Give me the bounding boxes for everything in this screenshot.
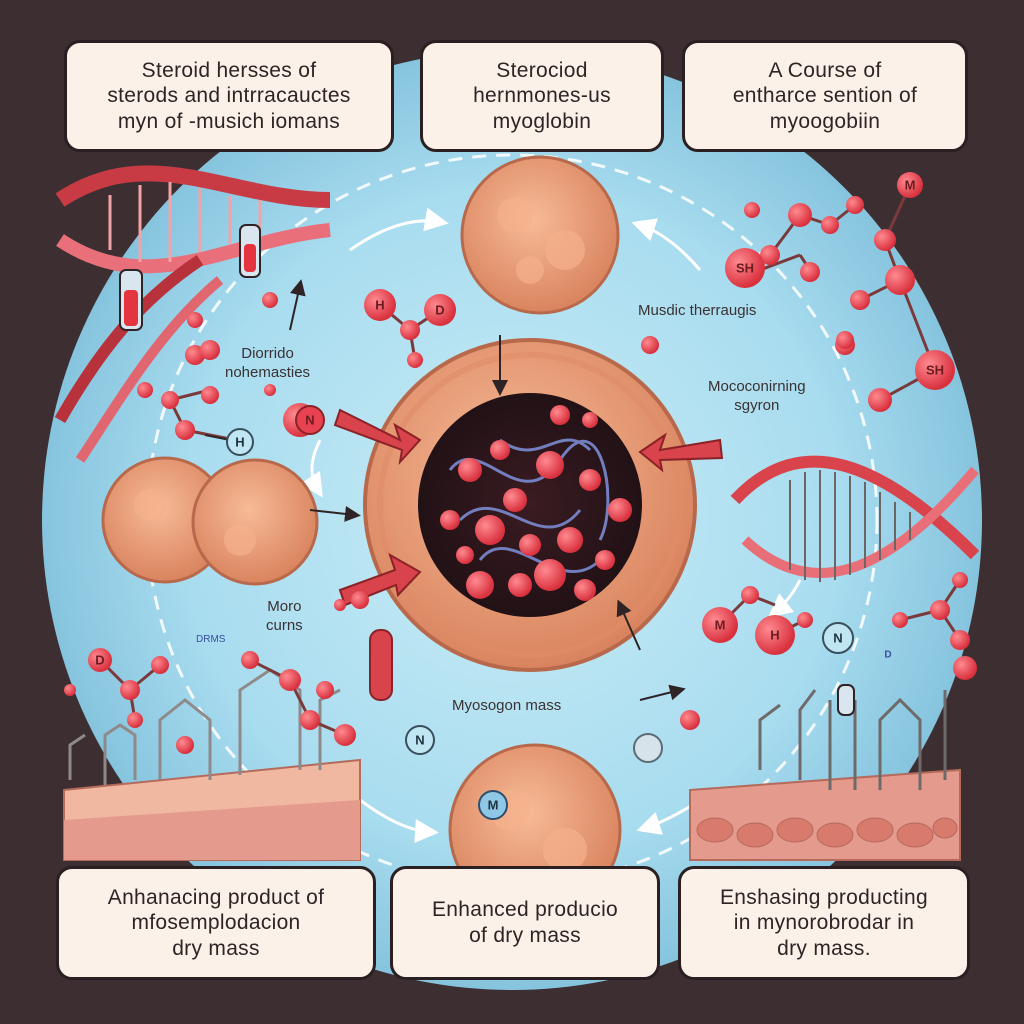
label-moro-line-2: curns: [266, 616, 303, 634]
cycle-ring: [145, 153, 879, 887]
label-diorido: Diorrido nohemasties: [225, 345, 310, 383]
molecule-label-m3: M: [487, 797, 499, 813]
molecule-label-n2: N: [833, 630, 843, 646]
panel-bottom-center-line-2: of dry mass: [469, 924, 581, 947]
label-moro-line-1: Moro: [267, 598, 302, 615]
glass-bead: [633, 733, 663, 763]
panel-bottom-center: Enhanced producio of dry mass: [390, 866, 660, 980]
panel-top-center-line-3: myoglobin: [492, 109, 592, 133]
molecule-node-m3: [478, 790, 508, 820]
panel-top-right-line-1: A Course of: [768, 58, 882, 82]
panel-bottom-left-line-1: Anhanacing product of: [107, 885, 325, 909]
label-musdic-line-1: Musdic therraugis: [638, 302, 757, 319]
molecule-label-sh2: SH: [925, 362, 945, 378]
molecule-label-d3: D: [884, 649, 892, 661]
panel-top-center: Sterociod hernmones-us myoglobin: [420, 40, 664, 152]
molecule-label-d2: D: [95, 652, 105, 668]
cycle-arrow-left: [299, 439, 323, 498]
panel-top-right: A Course of entharce sention of myoogobi…: [682, 40, 968, 152]
molecule-node-n2: [822, 622, 854, 654]
tissue-bottom-right: [689, 684, 961, 861]
label-moro: Moro curns: [266, 598, 303, 636]
molecule-label-sh1: SH: [735, 260, 755, 276]
panel-bottom-right: Enshasing producting in mynorobrodar in …: [678, 866, 970, 980]
cells-left-pair: [101, 456, 319, 586]
cycle-arrow-right: [767, 579, 802, 618]
molecule-label-h3: H: [770, 627, 780, 643]
molecule-label-h1: H: [235, 434, 245, 450]
molecule-node-h1: [204, 428, 254, 456]
panel-top-left: Steroid hersses of sterods and intrracau…: [64, 40, 394, 152]
label-mococonirning-line-1: Mococonirning: [708, 378, 806, 395]
cycle-arrow-bottom-left: [359, 798, 439, 843]
label-myosogon: Myosogon mass: [452, 697, 561, 716]
molecule-label-d1: D: [435, 302, 445, 318]
panel-top-center-line-1: Sterociod: [496, 58, 588, 82]
molecule-label-h2: H: [375, 297, 385, 313]
panel-top-right-line-3: myoogobiin: [769, 109, 881, 133]
molecule-node-n3: [405, 725, 435, 755]
panel-top-center-line-2: hernmones-us: [473, 84, 611, 108]
cycle-arrow-top: [349, 207, 449, 252]
central-muscle-cell: [363, 338, 697, 672]
panel-top-left-line-3: myn of -musich iomans: [117, 109, 341, 133]
cell-top: [460, 155, 620, 315]
label-diorido-line-2: nohemasties: [225, 363, 311, 381]
panel-top-right-line-2: entharce sention of: [732, 84, 918, 108]
molecule-balls-left-center: [137, 289, 854, 611]
panel-bottom-left-line-2: mfosemplodacion: [131, 911, 301, 935]
dna-helix-top-left: [54, 165, 331, 463]
dna-helix-right: [730, 455, 980, 582]
label-mococonirning-line-2: sgyron: [734, 396, 780, 414]
cycle-arrow-top-right: [631, 218, 702, 271]
panel-top-left-line-1: Steroid hersses of: [141, 58, 317, 82]
pointer-arrows: [289, 279, 686, 701]
label-mococonirning: Mococonirning sgyron: [708, 378, 806, 416]
label-myosogon-line-1: Myosogon mass: [452, 697, 562, 714]
molecule-label-m1: M: [904, 177, 916, 193]
panel-top-left-line-2: sterods and intrracauctes: [107, 84, 351, 108]
molecule-label-n3: N: [415, 732, 425, 748]
panel-bottom-right-line-3: dry mass.: [777, 936, 871, 960]
panel-bottom-left-line-3: dry mass: [172, 936, 260, 960]
label-musdic: Musdic therraugis: [638, 302, 756, 321]
molecule-label-n1: N: [305, 412, 315, 428]
label-drms-line-1: DRMS: [196, 634, 226, 645]
molecule-label-m2: M: [714, 617, 726, 633]
label-diorido-line-1: Diorrido: [241, 345, 294, 362]
panel-bottom-right-line-2: in mynorobrodar in: [733, 911, 915, 935]
molecule-node-n1: [295, 405, 325, 435]
label-drms: DRMS: [196, 634, 225, 647]
panel-bottom-center-line-1: Enhanced producio: [431, 898, 619, 922]
molecule-balls-bottom-right: [680, 572, 977, 730]
panel-bottom-right-line-1: Enshasing producting: [720, 885, 928, 909]
panel-bottom-left: Anhanacing product of mfosemplodacion dr…: [56, 866, 376, 980]
tissue-bottom-left: [63, 648, 361, 861]
